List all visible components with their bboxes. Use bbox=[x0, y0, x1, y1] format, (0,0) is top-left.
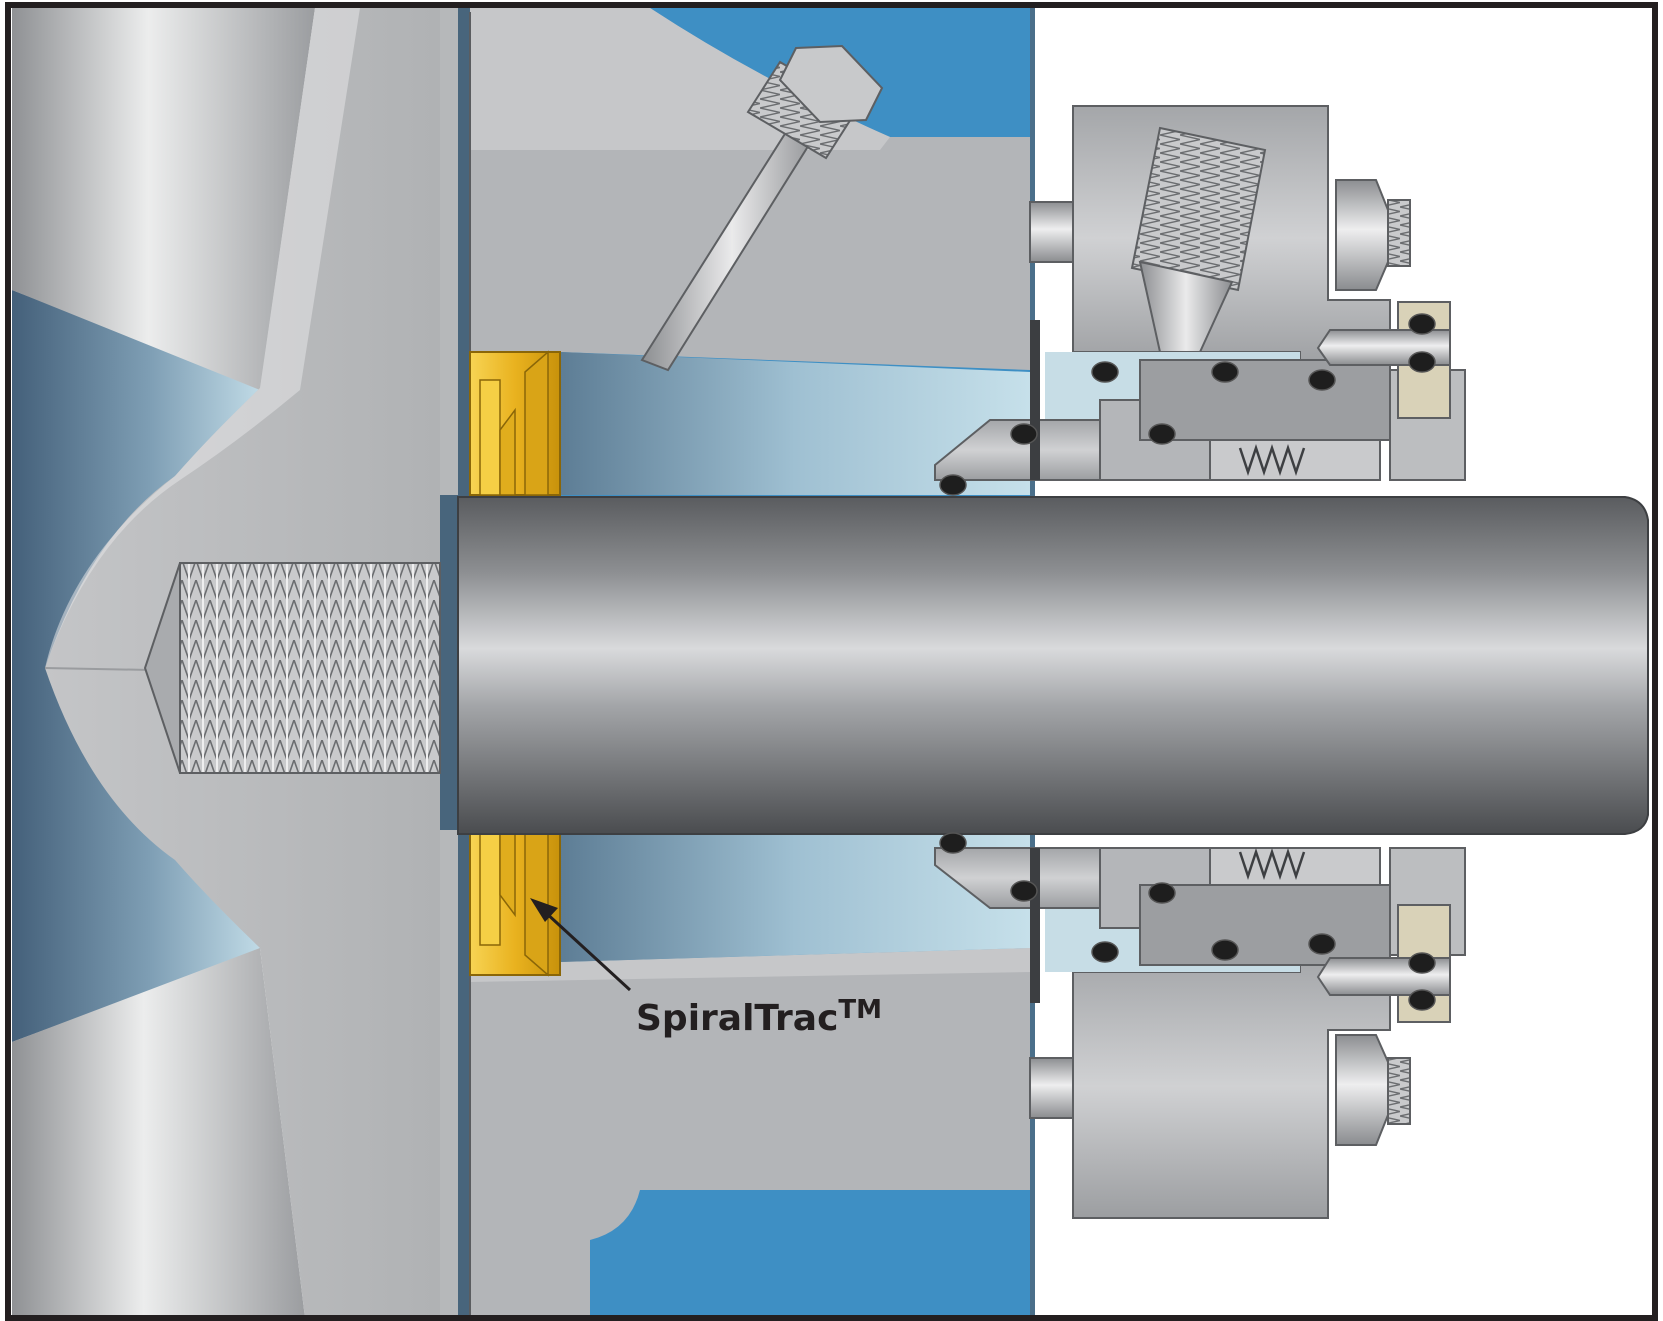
o-ring bbox=[1308, 933, 1336, 955]
spiraltrac-insert bbox=[469, 350, 561, 977]
o-ring bbox=[1148, 882, 1176, 904]
o-ring bbox=[1211, 939, 1239, 961]
flush-tube bbox=[640, 44, 884, 372]
mechanical-seal-cartridge bbox=[934, 105, 1466, 1219]
o-ring bbox=[1148, 423, 1176, 445]
diagram-frame bbox=[5, 2, 1658, 1321]
o-ring bbox=[1408, 989, 1436, 1011]
o-ring bbox=[1091, 361, 1119, 383]
o-ring bbox=[1091, 941, 1119, 963]
o-ring bbox=[1010, 423, 1038, 445]
o-rings bbox=[939, 313, 1436, 1011]
spiraltrac-label: SpiralTracTM bbox=[636, 995, 882, 1039]
shaft bbox=[143, 496, 1649, 835]
spiraltrac-label-mark: TM bbox=[838, 995, 882, 1025]
o-ring bbox=[1308, 369, 1336, 391]
callout-arrowhead bbox=[530, 898, 558, 922]
o-ring bbox=[1408, 952, 1436, 974]
o-ring bbox=[939, 832, 967, 854]
o-ring bbox=[1408, 351, 1436, 373]
o-ring bbox=[939, 474, 967, 496]
o-ring bbox=[1010, 880, 1038, 902]
spiraltrac-callout: SpiralTracTM bbox=[530, 898, 882, 1039]
spiraltrac-label-name: SpiralTrac bbox=[636, 998, 838, 1039]
o-ring bbox=[1211, 361, 1239, 383]
o-ring bbox=[1408, 313, 1436, 335]
callout-leader-line bbox=[543, 910, 632, 992]
